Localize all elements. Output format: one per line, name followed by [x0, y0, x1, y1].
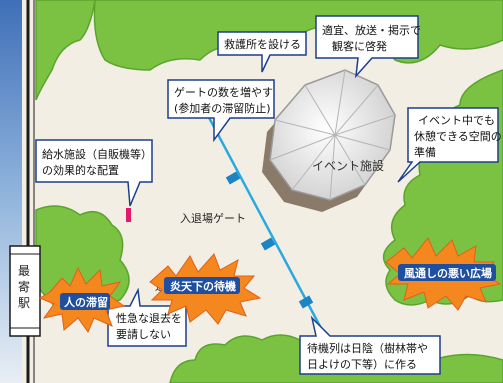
callout-rest-space: イベント中でも 休憩できる空間の 準備 [397, 107, 503, 183]
gate-label: 入退場ゲート [180, 212, 246, 225]
callout-first-aid-text: 救護所を設ける [224, 37, 301, 51]
station-box [9, 245, 41, 337]
warning-crowd-text: 人の滞留 [64, 295, 108, 309]
callout-no-rush: 性急な退去を 要請しない [107, 287, 187, 347]
callout-first-aid: 救護所を設ける [217, 31, 307, 73]
warning-poor-wind-text: 風通しの悪い広場 [404, 266, 492, 280]
gate-line [203, 109, 332, 346]
gate-marker-1 [225, 171, 241, 185]
warning-burst-poor-wind: 風通しの悪い広場 [385, 237, 502, 311]
warning-burst-heat: 炎天下の待機 [149, 253, 262, 325]
callout-announce-text: 適宜、放送・掲示で 観客に啓発 [322, 23, 425, 53]
callout-announce: 適宜、放送・掲示で 観客に啓発 [315, 15, 425, 79]
gate-marker-2 [260, 237, 276, 251]
event-facility-label: イベント施設 [312, 158, 384, 173]
vending-machine-marker [126, 208, 131, 222]
station-label: 最 寄 駅 [18, 264, 34, 310]
gate-marker-3 [298, 295, 314, 309]
callout-gates-more-text: ゲートの数を増やす (参加者の滞留防止) [174, 86, 277, 115]
callout-queue-shade-text: 待機列は日陰（樹林帯や 日よけの下等）に作る [307, 341, 432, 371]
warning-heat-text: 炎天下の待機 [170, 279, 236, 293]
event-facility [262, 69, 396, 212]
callout-gates-more: ゲートの数を増やす (参加者の滞留防止) [167, 79, 277, 143]
callout-queue-shade: 待機列は日陰（樹林帯や 日よけの下等）に作る [299, 315, 441, 375]
callout-water: 給水施設（自販機等） の効果的な配置 [35, 139, 156, 207]
callout-no-rush-text: 性急な退去を 要請しない [116, 311, 186, 341]
callout-rest-space-text: イベント中でも 休憩できる空間の 準備 [414, 114, 503, 159]
warning-burst-crowd: 人の滞留 [38, 266, 126, 334]
callout-water-text: 給水施設（自販機等） の効果的な配置 [42, 147, 156, 177]
